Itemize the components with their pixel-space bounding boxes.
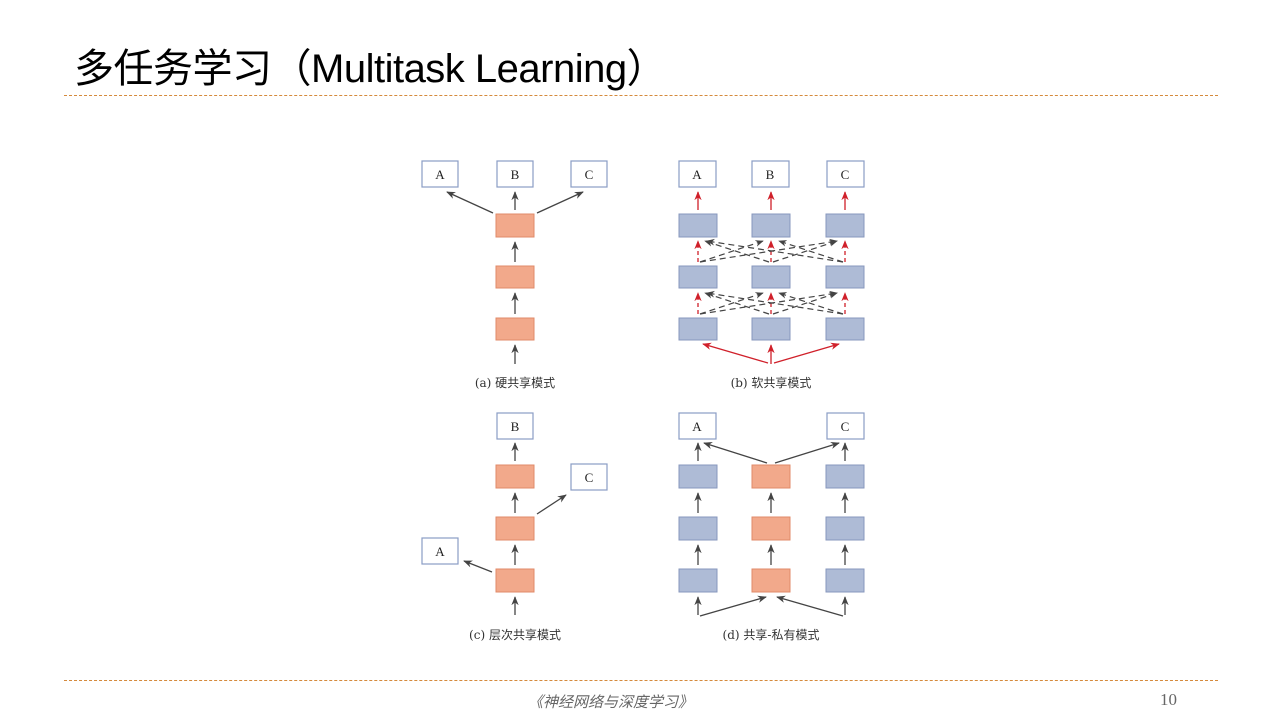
arrow — [774, 441, 840, 464]
slide-title: 多任务学习（Multitask Learning） — [74, 47, 667, 91]
private-layer — [825, 265, 865, 289]
task-box-a: A — [421, 537, 459, 565]
task-box-c: C — [826, 160, 865, 188]
caption-d: (d) 共享-私有模式 — [723, 627, 820, 642]
private-layer — [825, 568, 865, 593]
arrow — [536, 494, 567, 515]
cross-arrow — [772, 240, 838, 263]
svg-text:A: A — [692, 419, 702, 434]
task-box-c: C — [570, 463, 608, 491]
cross-arrow — [778, 292, 844, 315]
svg-text:C: C — [585, 470, 594, 485]
cross-arrow — [772, 292, 838, 315]
task-box-b: B — [751, 160, 790, 188]
task-box-a: A — [678, 160, 717, 188]
shared-layer — [495, 265, 535, 289]
private-layer — [678, 568, 718, 593]
arrow — [463, 560, 493, 573]
cross-arrow — [706, 238, 844, 263]
caption-a: (a) 硬共享模式 — [475, 375, 555, 390]
svg-text:B: B — [766, 167, 775, 182]
cross-arrow — [699, 240, 764, 263]
task-box-b: B — [496, 160, 534, 188]
shared-layer — [751, 516, 791, 541]
panel-d-shared-private: A C — [678, 412, 865, 642]
arrow — [703, 442, 768, 464]
svg-text:B: B — [511, 167, 520, 182]
arrow — [699, 595, 767, 617]
shared-layer — [495, 568, 535, 593]
panel-c-hierarchical-sharing: B C A (c) 层次共享模式 — [421, 412, 608, 642]
private-layer — [678, 317, 718, 341]
cross-arrow — [704, 240, 770, 263]
svg-text:A: A — [435, 167, 445, 182]
cross-arrow — [699, 292, 764, 315]
task-box-a: A — [421, 160, 459, 188]
private-layer — [825, 516, 865, 541]
private-layer — [678, 464, 718, 489]
task-box-b: B — [496, 412, 534, 440]
task-box-c: C — [570, 160, 608, 188]
caption-b: (b) 软共享模式 — [731, 375, 812, 390]
panel-b-soft-sharing: A B C — [678, 160, 865, 390]
private-layer — [678, 265, 718, 289]
private-layer — [825, 213, 865, 238]
panel-a-hard-sharing: A B C (a) 硬共享模式 — [421, 160, 608, 390]
svg-text:A: A — [692, 167, 702, 182]
cross-arrow — [706, 290, 844, 315]
private-layer — [751, 213, 791, 238]
caption-c: (c) 层次共享模式 — [469, 627, 561, 642]
svg-text:C: C — [841, 167, 850, 182]
arrow — [773, 342, 840, 364]
private-layer — [678, 213, 718, 238]
private-layer — [751, 317, 791, 341]
task-box-a: A — [678, 412, 717, 440]
title-divider — [64, 95, 1218, 96]
shared-layer — [751, 464, 791, 489]
svg-text:A: A — [435, 544, 445, 559]
arrow — [446, 191, 494, 214]
page-number: 10 — [1160, 690, 1177, 709]
arrow — [776, 595, 844, 617]
svg-text:B: B — [511, 419, 520, 434]
shared-layer — [495, 516, 535, 541]
private-layer — [825, 317, 865, 341]
shared-layer — [495, 317, 535, 341]
cross-arrow — [704, 292, 770, 315]
private-layer — [678, 516, 718, 541]
private-layer — [751, 265, 791, 289]
shared-layer — [751, 568, 791, 593]
arrow — [702, 342, 769, 364]
cross-arrow — [699, 238, 838, 263]
shared-layer — [495, 464, 535, 489]
shared-layer — [495, 213, 535, 238]
svg-text:C: C — [585, 167, 594, 182]
svg-text:C: C — [841, 419, 850, 434]
cross-arrow — [699, 290, 838, 315]
footer-book-title: 《神经网络与深度学习》 — [528, 693, 694, 711]
private-layer — [825, 464, 865, 489]
cross-arrow — [778, 240, 844, 263]
arrow — [536, 191, 584, 214]
task-box-c: C — [826, 412, 865, 440]
footer-divider — [64, 680, 1218, 681]
